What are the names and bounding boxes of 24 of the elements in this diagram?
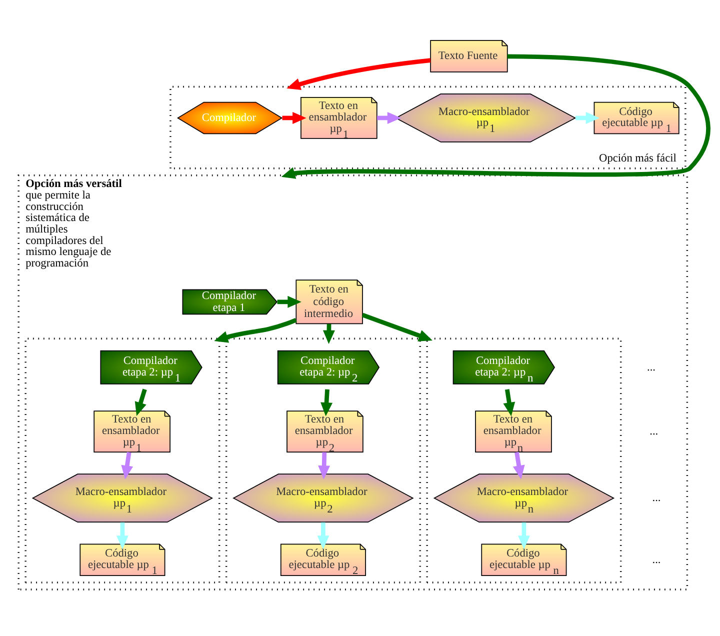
arrow: [282, 111, 306, 124]
label: ...: [650, 424, 658, 437]
cluster: [426, 337, 622, 583]
arrow: [317, 522, 330, 549]
label: ...: [647, 360, 656, 373]
arrow: [281, 54, 710, 178]
arrow: [121, 451, 134, 479]
arrow: [377, 111, 402, 124]
label: ...: [652, 553, 661, 566]
arrow: [518, 522, 530, 549]
arrow: [277, 295, 302, 308]
arrow: [116, 522, 128, 549]
arrow: [214, 318, 297, 342]
label: ...: [652, 492, 661, 504]
arrow: [320, 388, 333, 416]
arrow: [134, 388, 147, 416]
arrow: [576, 111, 600, 124]
arrow: [503, 388, 516, 416]
arrow: [286, 58, 431, 90]
arrow: [512, 451, 525, 479]
cluster: [225, 337, 421, 583]
arrow: [318, 452, 330, 479]
cluster: [24, 337, 220, 583]
arrow: [362, 312, 432, 341]
